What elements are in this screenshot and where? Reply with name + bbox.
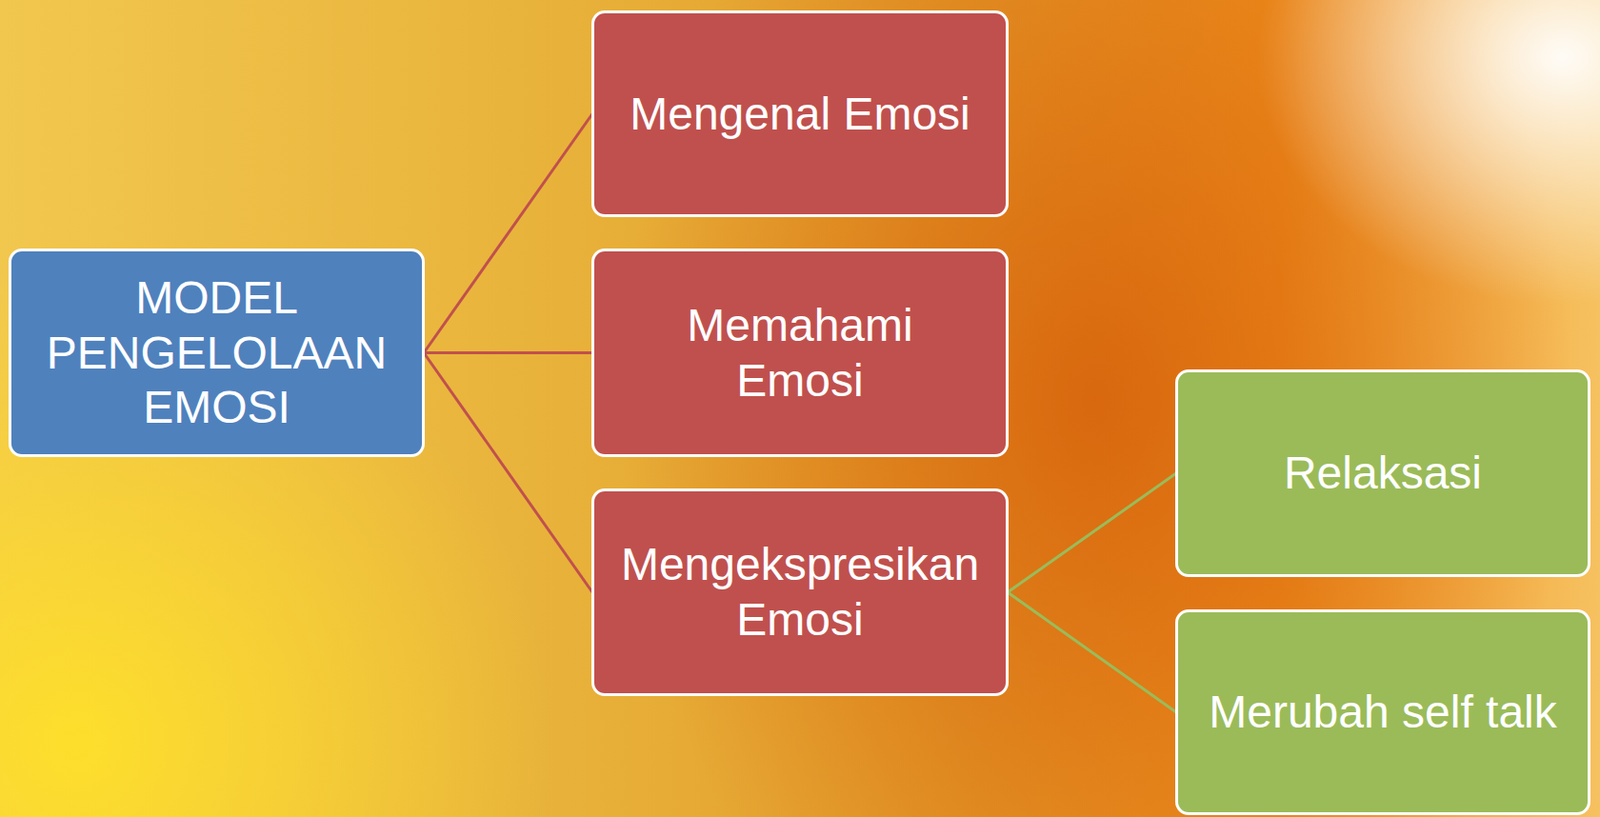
connector-line [423, 353, 593, 594]
technique-box: Relaksasi [1175, 369, 1591, 578]
step-box: Mengenal Emosi [591, 10, 1009, 218]
box-label: Relaksasi [1283, 445, 1482, 501]
connector-line [1007, 473, 1177, 593]
box-label: MODEL PENGELOLAAN EMOSI [20, 270, 413, 436]
technique-box: Merubah self talk [1175, 609, 1591, 816]
connector-line [423, 351, 593, 355]
connector-line [1007, 592, 1177, 713]
step-box: Memahami Emosi [591, 248, 1009, 458]
connector-line [423, 114, 593, 354]
box-label: Memahami Emosi [657, 298, 943, 408]
box-label: Merubah self talk [1208, 684, 1558, 740]
box-label: Mengekspresikan Emosi [603, 537, 997, 647]
step-box: Mengekspresikan Emosi [591, 488, 1009, 697]
box-label: Mengenal Emosi [629, 86, 971, 142]
root-box: MODEL PENGELOLAAN EMOSI [8, 248, 425, 458]
